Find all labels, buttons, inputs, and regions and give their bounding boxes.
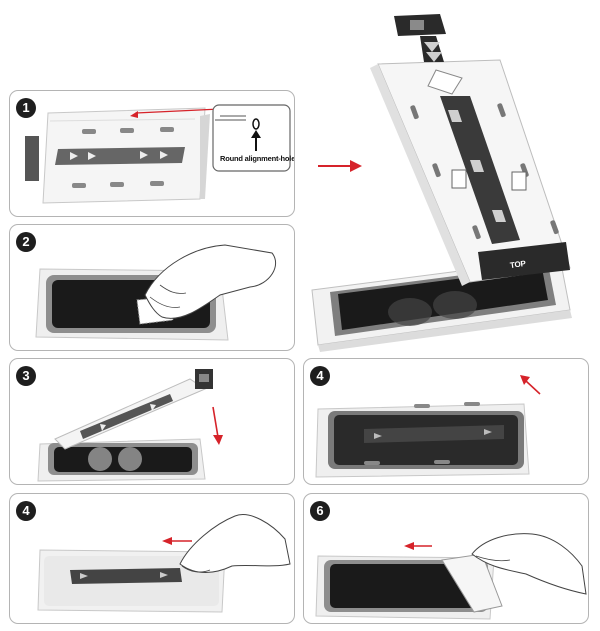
step-number-badge: 6: [310, 501, 330, 521]
phone-screen: [330, 564, 482, 608]
protective-film: [441, 553, 503, 613]
alignment-hole-label: Round alignment-hole: [220, 154, 295, 163]
arrow-up-icon: [251, 130, 261, 138]
main-installation-illustration: [311, 14, 572, 352]
step-4b-panel: 4: [9, 493, 295, 624]
arrow-down-icon: [213, 435, 223, 445]
step-2-illustration: [35, 244, 277, 341]
hand: [144, 244, 277, 319]
hand: [471, 533, 587, 595]
step-number-badge: 4: [16, 501, 36, 521]
step-4a-illustration: [315, 375, 541, 478]
step-2-panel: 2: [9, 224, 295, 351]
step-1-panel: 1 Round alignment-hole: [9, 90, 295, 217]
step-3-panel: 3: [9, 358, 295, 485]
step-number-badge: 1: [16, 98, 36, 118]
sticker-tab: [25, 136, 39, 181]
step-number-badge: 2: [16, 232, 36, 252]
step-3-illustration: [37, 369, 223, 482]
arrow-right-icon: [350, 160, 362, 172]
arrow-left-icon: [162, 537, 172, 545]
arrow-left-icon: [404, 542, 414, 550]
step-4b-illustration: [37, 514, 291, 613]
step-6-illustration: [315, 533, 587, 620]
step-6-panel: 6: [303, 493, 589, 624]
step-4a-panel: 4: [303, 358, 589, 485]
hand: [179, 514, 291, 573]
arrow-up-left-icon: [520, 375, 530, 385]
step-number-badge: 4: [310, 366, 330, 386]
step-number-badge: 3: [16, 366, 36, 386]
round-hole-icon: [252, 118, 260, 130]
step-1-illustration: [25, 104, 291, 204]
